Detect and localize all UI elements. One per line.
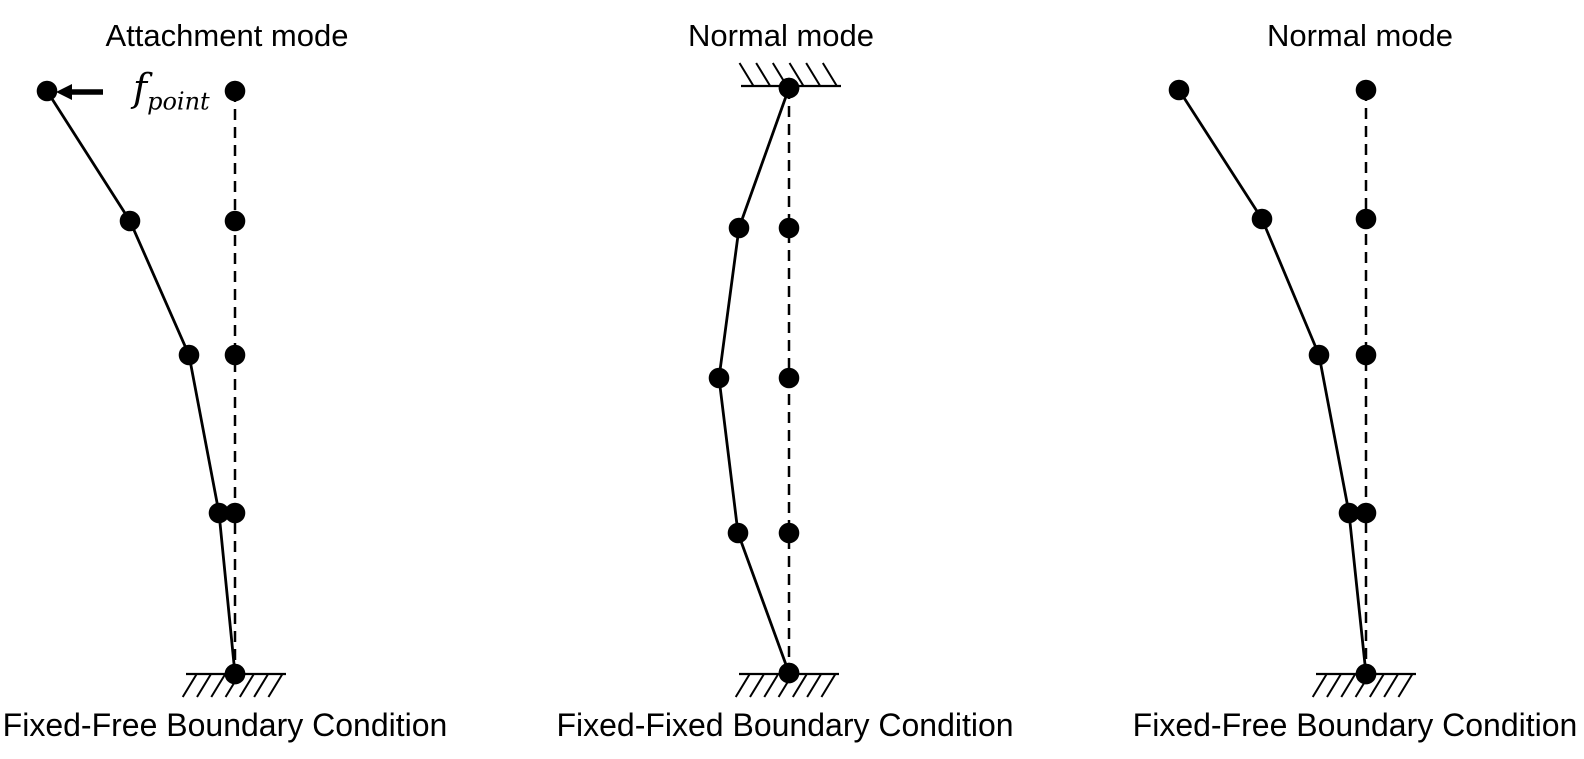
support-hatch <box>820 673 837 698</box>
force-subscript: point <box>147 87 210 116</box>
panel-1-caption: Fixed-Free Boundary Condition <box>2 707 448 743</box>
deflected-node-dot <box>778 77 800 99</box>
reference-node-dot <box>224 344 246 366</box>
deflected-node-dot <box>178 344 200 366</box>
support-hatch <box>239 673 255 698</box>
reference-node-dot <box>778 367 800 389</box>
deflected-node-dot <box>119 210 141 232</box>
deflected-node-dot <box>208 502 230 524</box>
support-hatch <box>805 62 822 87</box>
support-hatch <box>1340 673 1357 698</box>
support-hatch <box>181 673 198 698</box>
support-hatch <box>1383 673 1399 698</box>
support-hatch <box>1397 673 1414 698</box>
support-hatch <box>788 62 805 87</box>
support-hatch <box>821 62 838 87</box>
reference-node-dot <box>1355 79 1377 101</box>
support-hatch <box>210 673 227 698</box>
reference-node-dot <box>1355 502 1377 524</box>
deflected-shape-panel-3 <box>1177 89 1368 675</box>
deflected-node-dot <box>1251 208 1273 230</box>
support-hatch <box>806 673 822 698</box>
reference-node-dot <box>778 217 800 239</box>
panel-3-caption: Fixed-Free Boundary Condition <box>1132 707 1578 743</box>
support-hatch <box>196 673 212 698</box>
support-hatch <box>749 673 765 698</box>
panel-2-caption: Fixed-Fixed Boundary Condition <box>556 707 1014 743</box>
support-hatch <box>738 62 755 87</box>
panel-2-title: Normal mode <box>687 18 875 53</box>
deflected-node-dot <box>1308 344 1330 366</box>
force-arrow-head <box>56 84 72 100</box>
deflected-node-dot <box>728 217 750 239</box>
support-hatch <box>755 62 772 87</box>
deflected-node-dot <box>1338 502 1360 524</box>
panel-3-title: Normal mode <box>1266 18 1454 53</box>
deflected-node-dot <box>1168 79 1190 101</box>
reference-node-dot <box>778 522 800 544</box>
support-hatch <box>267 673 284 698</box>
deflected-node-dot <box>36 80 58 102</box>
deflected-node-dot <box>224 663 246 685</box>
panel-1-title: Attachment mode <box>105 18 349 53</box>
support-hatch <box>792 673 808 698</box>
support-hatch <box>763 673 780 698</box>
reference-node-dot <box>1355 208 1377 230</box>
force-point-label: fpoint <box>133 66 210 114</box>
support-hatch <box>1311 673 1328 698</box>
deflected-node-dot <box>1355 663 1377 685</box>
reference-node-dot <box>224 210 246 232</box>
reference-node-dot <box>1355 344 1377 366</box>
reference-node-dot <box>224 502 246 524</box>
force-symbol: f <box>133 66 148 110</box>
deflected-shape-panel-1 <box>45 90 237 675</box>
deflected-node-dot <box>708 367 730 389</box>
support-hatch <box>1326 673 1342 698</box>
support-hatch <box>734 673 751 698</box>
reference-node-dot <box>224 80 246 102</box>
deflected-node-dot <box>778 662 800 684</box>
deflected-node-dot <box>727 522 749 544</box>
deflected-shape-panel-2 <box>717 87 791 674</box>
support-hatch <box>253 673 269 698</box>
support-hatch <box>1369 673 1385 698</box>
